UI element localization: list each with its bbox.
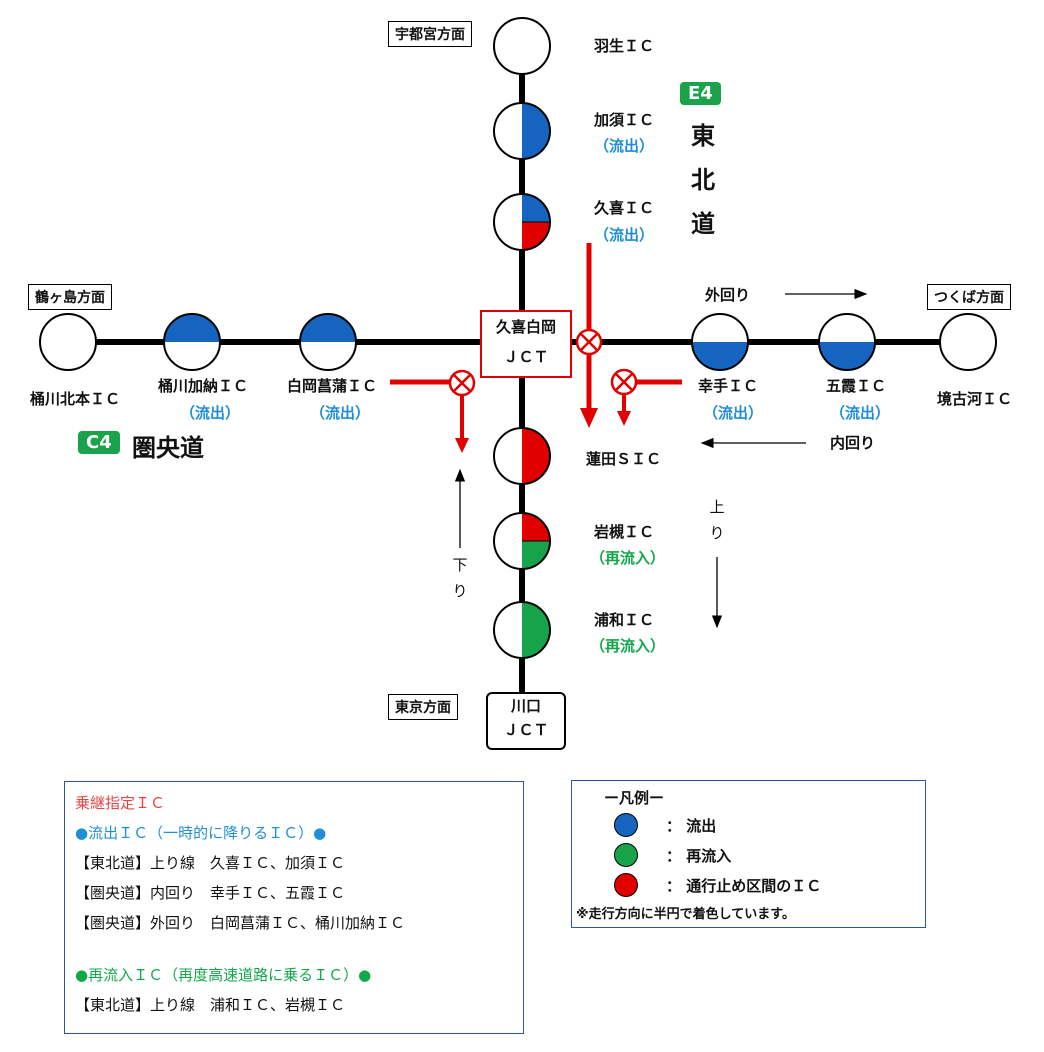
transfer-ic-info-box: 乗継指定ＩＣ ●流出ＩＣ（一時的に降りるＩＣ）● 【東北道】上り線 久喜ＩＣ、加… <box>64 781 524 1034</box>
ic-circle-iwatsuki <box>493 512 551 570</box>
ic-note-shiraoka-shobu: （流出） <box>310 404 371 422</box>
ic-label-okegawa-kano: 桶川加納ＩＣ <box>158 377 249 395</box>
outer-loop-label: 外回り <box>705 286 751 304</box>
ic-note-kazo: （流出） <box>594 137 655 155</box>
kawaguchi-jct: 川口 ＪＣＴ <box>486 692 566 750</box>
direction-tsukuba: つくば方面 <box>927 284 1011 310</box>
closure-marker-inner <box>610 368 638 396</box>
c4-badge: C4 <box>78 431 120 454</box>
ic-label-hanyu: 羽生ＩＣ <box>594 37 655 55</box>
kuki-jct-line1: 久喜白岡 <box>495 318 556 336</box>
outflow-heading: ●流出ＩＣ（一時的に降りるＩＣ）● <box>75 824 327 842</box>
info-title: 乗継指定ＩＣ <box>75 794 166 812</box>
ic-circle-shiraoka-shobu <box>299 313 357 371</box>
up-line-label: 上り <box>709 498 725 542</box>
legend-dot-reentry <box>614 843 638 867</box>
ic-circle-hanyu <box>493 17 551 75</box>
ic-note-kuki: （流出） <box>594 226 655 244</box>
e4-badge: E4 <box>680 82 721 105</box>
ic-circle-okegawa-kano <box>163 313 221 371</box>
legend-label-reentry: ： 再流入 <box>666 847 732 865</box>
ic-circle-urawa <box>493 601 551 659</box>
ic-note-satte: （流出） <box>703 404 764 422</box>
legend-dot-outflow <box>614 813 638 837</box>
kawaguchi-jct-line2: ＪＣＴ <box>503 721 549 739</box>
kuki-shiraoka-jct: 久喜白岡 ＪＣＴ <box>480 310 572 378</box>
ic-label-kuki: 久喜ＩＣ <box>594 199 655 217</box>
direction-tsurugashima: 鶴ヶ島方面 <box>28 284 112 310</box>
ic-label-okegawa-kitamoto: 桶川北本ＩＣ <box>30 390 121 408</box>
closure-marker-outer <box>448 369 476 397</box>
direction-tokyo: 東京方面 <box>388 694 458 720</box>
ic-circle-sakai-koga <box>939 313 997 371</box>
reentry-line-1: 【東北道】上り線 浦和ＩＣ、岩槻ＩＣ <box>75 996 346 1014</box>
legend-box: ー凡例ー ： 流出 ： 再流入 ： 通行止め区間のＩＣ ※走行方向に半円で着色し… <box>571 780 926 928</box>
e4-road-name: 東北道 <box>691 122 715 238</box>
kuki-jct-line2: ＪＣＴ <box>503 348 549 366</box>
outflow-line-1: 【東北道】上り線 久喜ＩＣ、加須ＩＣ <box>75 854 346 872</box>
ic-note-iwatsuki: （再流入） <box>590 549 666 567</box>
inner-loop-label: 内回り <box>830 434 876 452</box>
ic-label-shiraoka-shobu: 白岡菖蒲ＩＣ <box>287 377 378 395</box>
legend-title: ー凡例ー <box>604 789 665 807</box>
reentry-heading: ●再流入ＩＣ（再度高速道路に乗るＩＣ）● <box>75 966 372 984</box>
down-line-label: 下り <box>452 556 468 600</box>
legend-label-closure: ： 通行止め区間のＩＣ <box>666 877 822 895</box>
ic-label-hasuda: 蓮田ＳＩＣ <box>586 450 662 468</box>
ic-circle-kuki <box>493 193 551 251</box>
ic-label-sakai-koga: 境古河ＩＣ <box>937 390 1013 408</box>
legend-dot-closure <box>614 873 638 897</box>
kawaguchi-jct-line1: 川口 <box>510 697 541 715</box>
ic-circle-okegawa-kitamoto <box>39 313 97 371</box>
ic-label-iwatsuki: 岩槻ＩＣ <box>594 523 655 541</box>
ic-label-kazo: 加須ＩＣ <box>594 111 655 129</box>
c4-road-name: 圏央道 <box>132 434 204 462</box>
ic-circle-satte <box>691 313 749 371</box>
legend-label-outflow: ： 流出 <box>666 817 717 835</box>
closure-arrow-kenou-outer <box>390 379 469 453</box>
outflow-line-2: 【圏央道】内回り 幸手ＩＣ、五霞ＩＣ <box>75 884 346 902</box>
legend-note: ※走行方向に半円で着色しています。 <box>576 907 795 922</box>
ic-circle-hasuda <box>493 427 551 485</box>
direction-utsunomiya: 宇都宮方面 <box>388 21 472 47</box>
ic-note-urawa: （再流入） <box>590 637 666 655</box>
ic-circle-goka <box>818 313 876 371</box>
ic-label-urawa: 浦和ＩＣ <box>594 611 655 629</box>
ic-note-okegawa-kano: （流出） <box>180 404 241 422</box>
ic-label-goka: 五霞ＩＣ <box>826 377 887 395</box>
ic-label-satte: 幸手ＩＣ <box>698 377 759 395</box>
closure-arrow-tohoku-up <box>580 243 598 428</box>
outflow-line-3: 【圏央道】外回り 白岡菖蒲ＩＣ、桶川加納ＩＣ <box>75 914 406 932</box>
ic-circle-kazo <box>493 102 551 160</box>
ic-note-goka: （流出） <box>830 404 891 422</box>
closure-marker-jct <box>575 328 603 356</box>
closure-arrow-kenou-inner <box>617 379 682 426</box>
